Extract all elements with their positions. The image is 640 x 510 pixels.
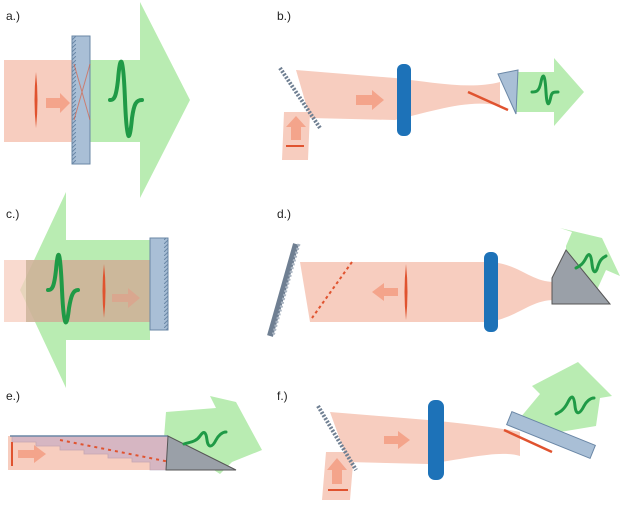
beam-direction-arrow: [372, 283, 398, 301]
panel-label-a: a.): [6, 9, 20, 23]
pulse: [404, 264, 408, 320]
thz-pulse: [46, 252, 80, 325]
diffracted-beam: [330, 412, 520, 464]
beam-direction-arrow: [384, 431, 410, 449]
grating: [316, 404, 358, 472]
beam-direction-arrow: [356, 90, 384, 110]
panel-label-d: d.): [277, 207, 291, 221]
panel-f: f.): [277, 362, 612, 500]
panel-a: a.): [4, 2, 190, 198]
thz-output-arrow: [164, 396, 262, 474]
thz-pulse: [108, 59, 144, 138]
thz-output-arrow: [516, 58, 584, 126]
thz-pulse: [182, 430, 228, 448]
panel-c: c.): [4, 192, 169, 388]
beam-direction-arrow: [46, 93, 70, 113]
grating: [278, 66, 322, 130]
input-pulse: [102, 264, 106, 318]
thz-pulse: [530, 74, 560, 106]
thz-pulse: [574, 253, 608, 274]
beam-direction-arrow: [18, 445, 46, 463]
panel-label-c: c.): [6, 207, 19, 221]
thz-output-arrow: [520, 362, 612, 432]
beam: [300, 262, 555, 322]
lens: [428, 400, 444, 480]
prism: [551, 249, 612, 305]
echelon: [11, 435, 169, 471]
panel-label-b: b.): [277, 9, 291, 23]
panel-label-f: f.): [277, 389, 288, 403]
grating: [267, 243, 299, 337]
input-pulse: [34, 72, 38, 128]
lens: [397, 64, 411, 136]
lens: [484, 252, 498, 332]
beam-direction-arrow-up: [286, 116, 306, 140]
tilted-pulse: [467, 90, 509, 112]
prism: [497, 69, 519, 115]
beam-direction-arrow-up: [327, 458, 347, 484]
panel-b: b.): [277, 9, 584, 160]
panel-label-e: e.): [6, 389, 20, 403]
beam-direction-arrow: [112, 288, 140, 308]
thz-pulse: [554, 395, 596, 416]
panel-e: e.): [6, 389, 262, 474]
panel-d: d.): [267, 207, 620, 337]
crystal: [506, 411, 596, 459]
tilted-pulse: [503, 428, 553, 454]
